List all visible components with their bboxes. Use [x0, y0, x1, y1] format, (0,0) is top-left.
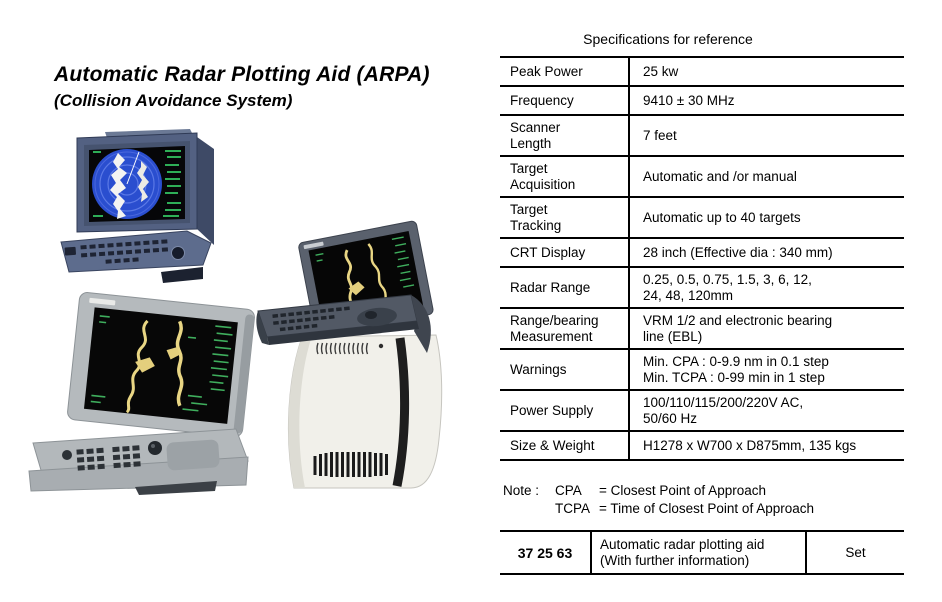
- console-keys: [272, 306, 350, 332]
- order-code-table: 37 25 63 Automatic radar plotting aid (W…: [500, 530, 904, 575]
- spec-label: Warnings: [510, 361, 567, 377]
- note-text: = Closest Point of Approach: [599, 483, 766, 498]
- rotary-knob: [62, 450, 72, 460]
- spec-value: 100/110/115/200/220V AC, 50/60 Hz: [628, 391, 904, 430]
- brand-label: [303, 241, 324, 250]
- spec-row-range-bearing: Range/bearing Measurement VRM 1/2 and el…: [500, 309, 904, 350]
- spec-row-size-weight: Size & Weight H1278 x W700 x D875mm, 135…: [500, 432, 904, 461]
- note-line-cpa: CPA = Closest Point of Approach: [555, 482, 814, 500]
- spec-value: 9410 ± 30 MHz: [628, 87, 904, 114]
- spec-label: CRT Display: [510, 244, 586, 260]
- radar-unit-desktop: [60, 129, 214, 283]
- spec-row-radar-range: Radar Range 0.25, 0.5, 0.75, 1.5, 3, 6, …: [500, 268, 904, 309]
- spec-table-heading: Specifications for reference: [583, 31, 753, 47]
- spec-value: 25 kw: [628, 58, 904, 85]
- note-abbr: CPA: [555, 483, 582, 498]
- spec-label: Peak Power: [510, 63, 583, 79]
- spec-row-target-tracking: Target Tracking Automatic up to 40 targe…: [500, 198, 904, 239]
- spec-label: Scanner Length: [510, 119, 561, 151]
- spec-value: H1278 x W700 x D875mm, 135 kgs: [628, 432, 904, 459]
- order-unit: Set: [845, 544, 866, 560]
- note-lines: CPA = Closest Point of Approach TCPA = Tim…: [555, 482, 814, 518]
- spec-label: Size & Weight: [510, 437, 595, 453]
- trackball: [365, 311, 377, 319]
- order-description: Automatic radar plotting aid (With furth…: [590, 532, 807, 573]
- spec-row-crt-display: CRT Display 28 inch (Effective dia : 340…: [500, 239, 904, 268]
- note-abbr: TCPA: [555, 501, 591, 516]
- radar-unit-deskmount: [28, 292, 255, 495]
- spec-label: Radar Range: [510, 279, 591, 295]
- note-line-tcpa: TCPA = Time of Closest Point of Approach: [555, 500, 814, 518]
- screen-text-marks: [93, 150, 181, 217]
- specifications-table: Peak Power 25 kw Frequency 9410 ± 30 MHz…: [500, 56, 904, 461]
- note-label: Note :: [503, 483, 540, 498]
- rotary-knob: [171, 246, 185, 260]
- spec-value: Min. CPA : 0-9.9 nm in 0.1 step Min. TCP…: [628, 350, 904, 389]
- trackball: [148, 441, 162, 455]
- spec-label: Target Acquisition: [510, 160, 576, 192]
- radar-console-pedestal: [256, 220, 443, 489]
- spec-label: Range/bearing Measurement: [510, 312, 599, 344]
- product-photos: [28, 129, 443, 495]
- order-code: 37 25 63: [517, 544, 573, 561]
- spec-row-power-supply: Power Supply 100/110/115/200/220V AC, 50…: [500, 391, 904, 432]
- keyboard-keys: [76, 445, 141, 471]
- screen-text-marks: [90, 315, 233, 412]
- spec-row-peak-power: Peak Power 25 kw: [500, 58, 904, 87]
- control-panel-keys: [64, 239, 169, 264]
- note-block: Note : CPA = Closest Point of Approach TC…: [503, 482, 814, 518]
- spec-value: 7 feet: [628, 116, 904, 155]
- spec-label: Frequency: [510, 92, 574, 108]
- brand-label: [89, 297, 116, 306]
- spec-row-warnings: Warnings Min. CPA : 0-9.9 nm in 0.1 step…: [500, 350, 904, 391]
- spec-row-scanner-length: Scanner Length 7 feet: [500, 116, 904, 157]
- spec-row-target-acquisition: Target Acquisition Automatic and /or man…: [500, 157, 904, 198]
- vent-slots-bottom: [313, 452, 388, 477]
- vent-slots-top: [316, 342, 369, 355]
- spec-label: Power Supply: [510, 402, 594, 418]
- pedestal-stripe: [392, 337, 410, 487]
- spec-row-frequency: Frequency 9410 ± 30 MHz: [500, 87, 904, 116]
- page-title: Automatic Radar Plotting Aid (ARPA): [54, 63, 430, 86]
- spec-label: Target Tracking: [510, 201, 562, 233]
- spec-value: Automatic and /or manual: [628, 157, 904, 196]
- note-text: = Time of Closest Point of Approach: [599, 501, 814, 516]
- spec-value: 28 inch (Effective dia : 340 mm): [628, 239, 904, 266]
- spec-value: 0.25, 0.5, 0.75, 1.5, 3, 6, 12, 24, 48, …: [628, 268, 904, 307]
- page-subtitle: (Collision Avoidance System): [54, 91, 293, 110]
- spec-value: VRM 1/2 and electronic bearing line (EBL…: [628, 309, 904, 348]
- spec-value: Automatic up to 40 targets: [628, 198, 904, 237]
